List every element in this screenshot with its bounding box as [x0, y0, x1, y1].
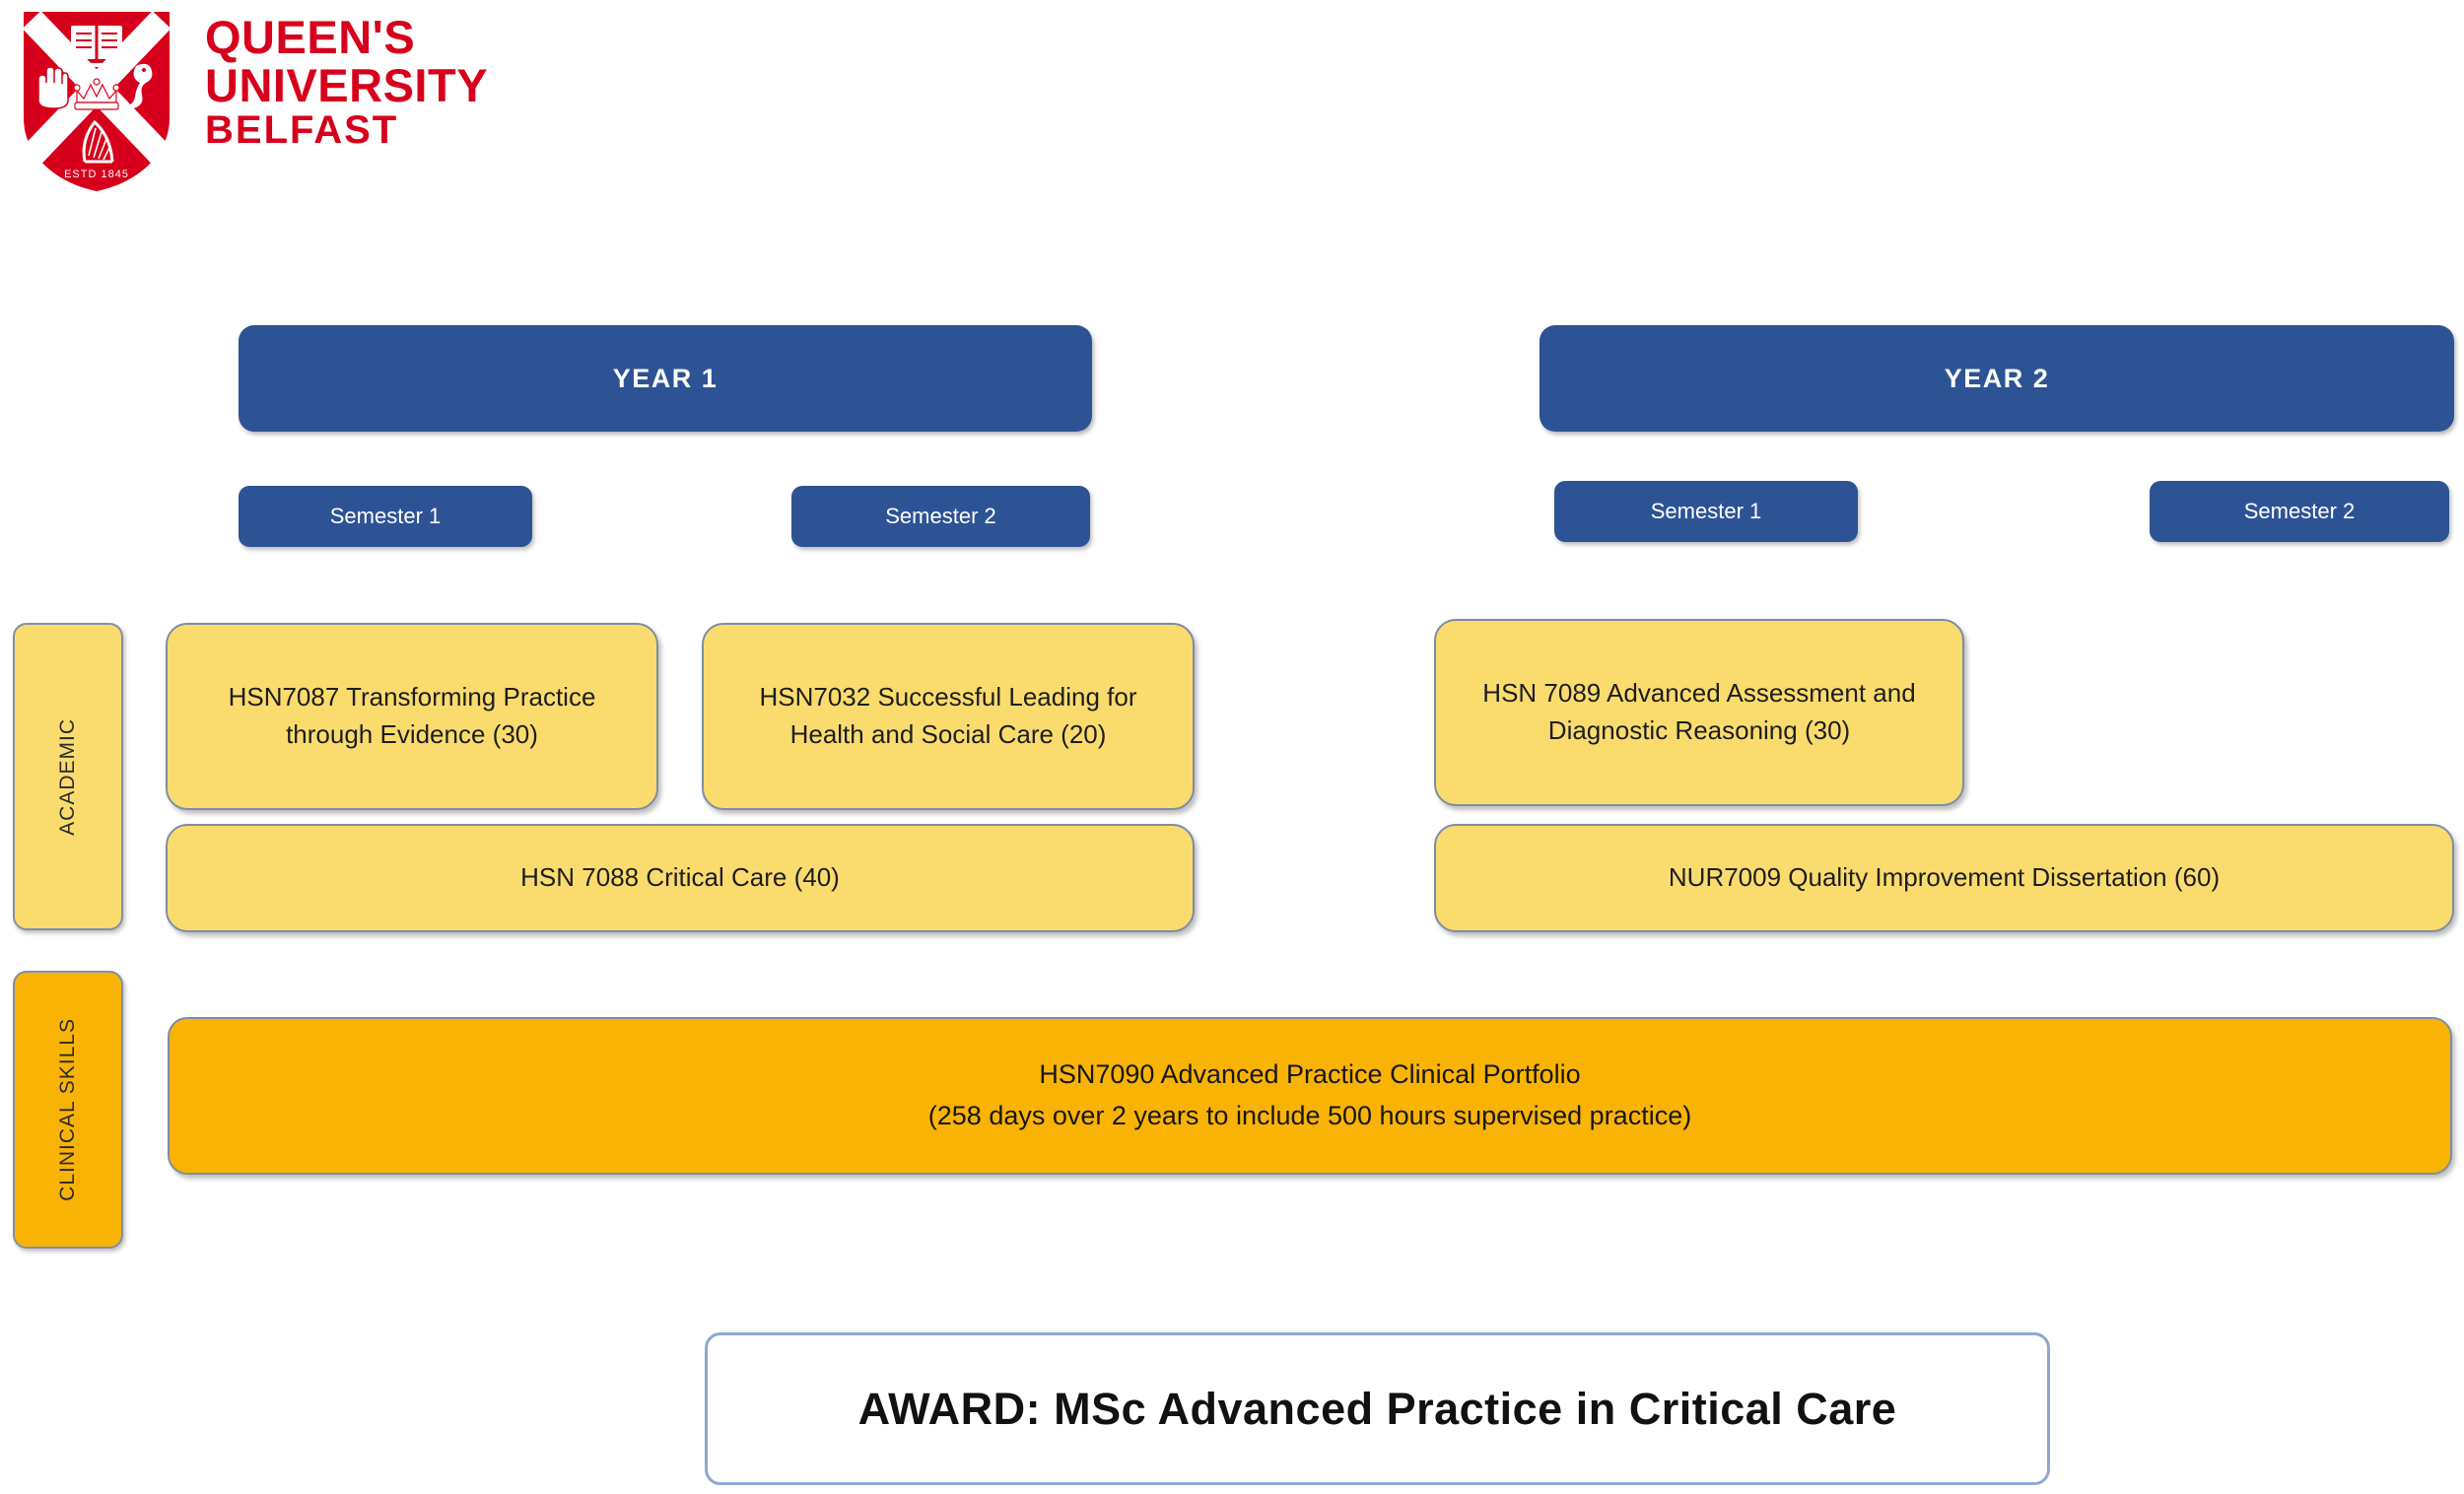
- logo-line-belfast: BELFAST: [205, 107, 399, 152]
- module-hsn7032: HSN7032 Successful Leading for Health an…: [702, 623, 1195, 810]
- module-nur7009: NUR7009 Quality Improvement Dissertation…: [1434, 824, 2454, 932]
- portfolio-title: HSN7090 Advanced Practice Clinical Portf…: [1039, 1059, 1581, 1090]
- year-1-semester-2-label: Semester 2: [791, 486, 1090, 547]
- logo-line-queens: QUEEN'S: [205, 11, 416, 63]
- award-box: AWARD: MSc Advanced Practice in Critical…: [705, 1332, 2050, 1485]
- award-text: AWARD: MSc Advanced Practice in Critical…: [857, 1383, 1897, 1434]
- rail-clinical-skills-label: CLINICAL SKILLS: [56, 1018, 79, 1201]
- year-1-semester-1-label: Semester 1: [239, 486, 532, 547]
- queens-crest-icon: ESTD 1845: [22, 11, 171, 191]
- year-2-semester-1-label: Semester 1: [1554, 481, 1858, 542]
- rail-academic: ACADEMIC: [13, 623, 123, 930]
- rail-clinical-skills: CLINICAL SKILLS: [13, 971, 123, 1249]
- module-hsn7090-portfolio: HSN7090 Advanced Practice Clinical Portf…: [168, 1017, 2452, 1175]
- year-2-header: YEAR 2: [1540, 325, 2454, 432]
- logo-wordmark: QUEEN'S UNIVERSITY BELFAST: [205, 11, 489, 152]
- year-2-semester-2-label: Semester 2: [2150, 481, 2449, 542]
- module-hsn7089: HSN 7089 Advanced Assessment and Diagnos…: [1434, 619, 1964, 806]
- module-hsn7088: HSN 7088 Critical Care (40): [166, 824, 1195, 932]
- module-hsn7087: HSN7087 Transforming Practice through Ev…: [166, 623, 658, 810]
- rail-academic-label: ACADEMIC: [56, 717, 79, 836]
- crest-motto-text: ESTD 1845: [64, 169, 129, 180]
- portfolio-subtitle: (258 days over 2 years to include 500 ho…: [927, 1101, 1692, 1130]
- university-logo: ESTD 1845 QUEEN'S UNIVERSITY BELFAST: [18, 8, 570, 205]
- logo-line-university: UNIVERSITY: [205, 58, 489, 111]
- year-1-header: YEAR 1: [239, 325, 1092, 432]
